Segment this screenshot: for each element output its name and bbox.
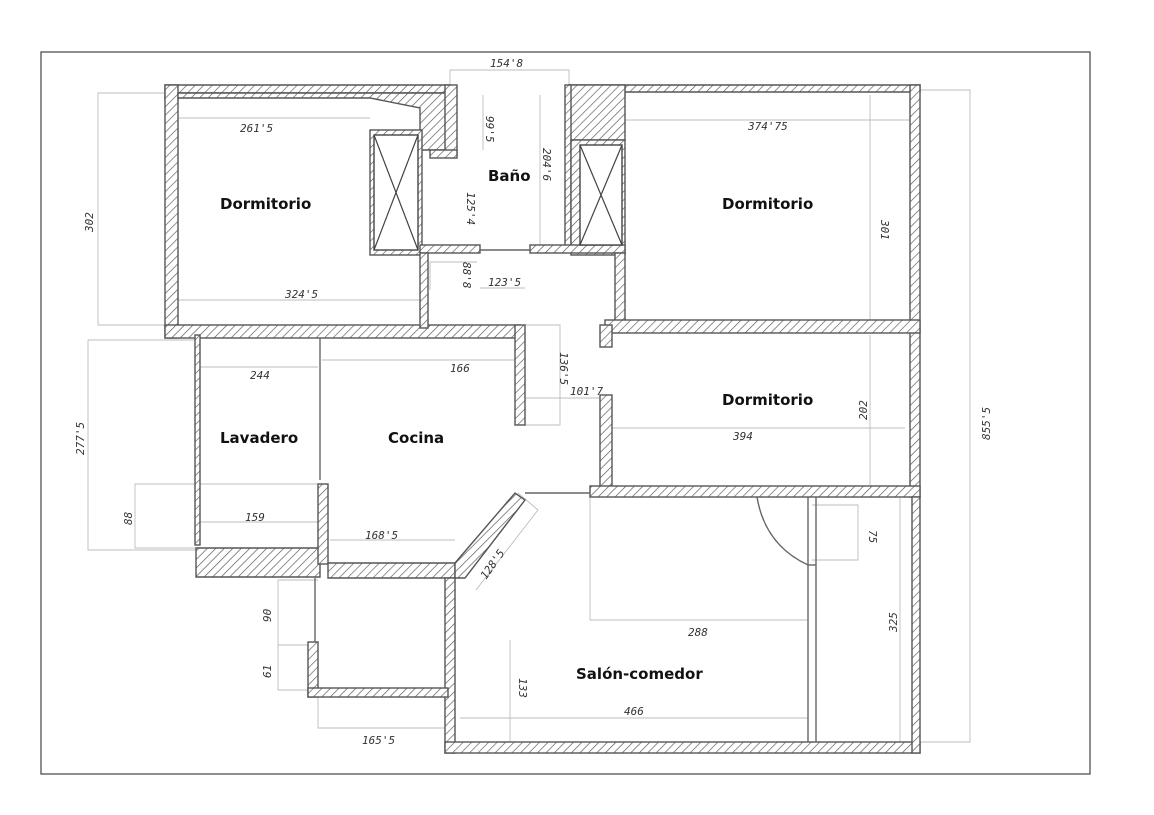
dim-277: 277'5 [74, 422, 87, 455]
room-label-dormitorio-left: Dormitorio [220, 195, 311, 213]
dim-99: 99'5 [483, 116, 496, 143]
dim-301: 301 [878, 219, 891, 240]
dim-90: 90 [261, 608, 274, 622]
dim-202: 202 [857, 400, 870, 420]
dim-244: 244 [250, 369, 270, 382]
dim-136: 136'5 [557, 352, 570, 385]
dim-261: 261'5 [240, 122, 273, 135]
dim-166: 166 [450, 362, 470, 375]
thin-lines [314, 249, 817, 742]
dim-101: 101'7 [570, 385, 603, 398]
walls [164, 84, 921, 754]
dim-324: 324'5 [284, 288, 318, 301]
room-label-dormitorio-mid: Dormitorio [722, 391, 813, 409]
dim-466: 466 [624, 705, 644, 718]
dim-302: 302 [83, 212, 96, 233]
closet-right [579, 144, 623, 246]
dim-top-width: 154'8 [490, 57, 523, 70]
closet-left [373, 134, 419, 251]
dim-204: 204'6 [540, 148, 553, 181]
dim-855: 855'5 [980, 407, 993, 440]
dim-159: 159 [245, 511, 265, 524]
dim-394: 394 [732, 430, 753, 443]
dim-374: 374'75 [747, 120, 788, 133]
room-label-bano: Baño [488, 167, 531, 185]
dim-168: 168'5 [365, 529, 398, 542]
dim-88: 88'8 [460, 262, 473, 289]
room-label-dormitorio-right: Dormitorio [722, 195, 813, 213]
dim-325: 325 [887, 612, 900, 633]
dim-125: 125'4 [464, 192, 477, 225]
dim-133: 133 [516, 678, 529, 698]
dim-288: 288 [688, 626, 708, 639]
room-label-cocina: Cocina [388, 429, 444, 447]
dimension-lines [87, 69, 971, 743]
dim-165: 165'5 [362, 734, 395, 747]
dim-88b: 88 [122, 511, 135, 525]
page-frame [40, 51, 1091, 775]
dim-75: 75 [866, 530, 879, 543]
dimension-labels: 154'8 261'5 374'75 302 301 99'5 204'6 12… [74, 57, 993, 747]
dim-123: 123'5 [488, 276, 521, 289]
dim-61: 61 [261, 665, 274, 678]
room-label-lavadero: Lavadero [220, 429, 298, 447]
room-label-salon-comedor: Salón-comedor [576, 665, 703, 683]
